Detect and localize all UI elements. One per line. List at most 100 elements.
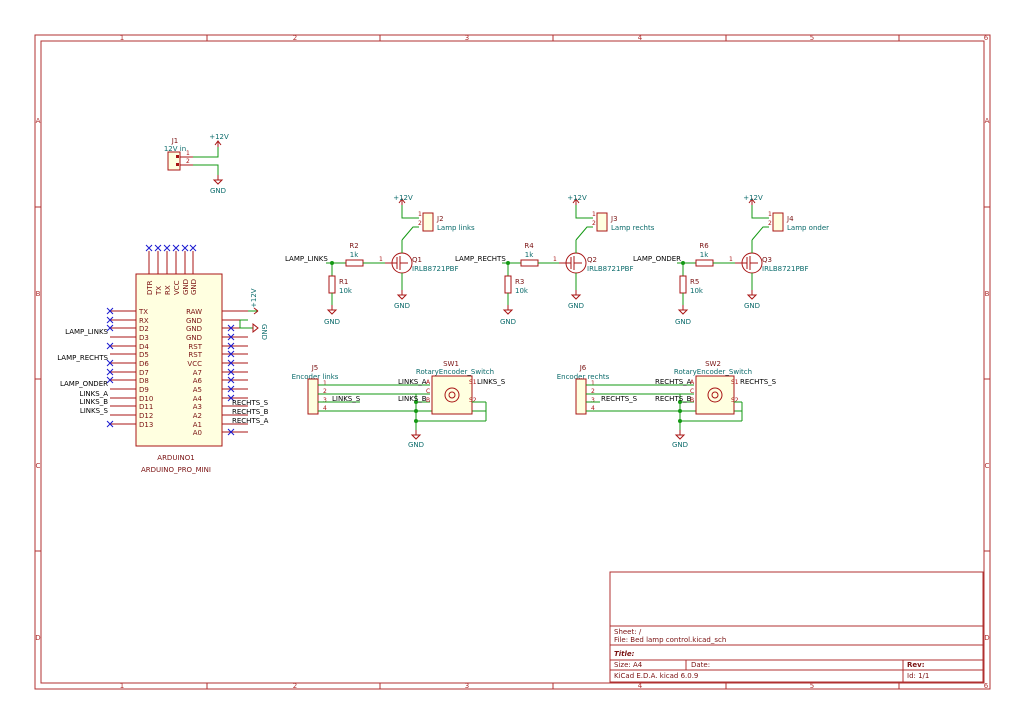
col-label: 5 (810, 682, 814, 690)
pin-d7: D7 (139, 369, 149, 377)
col-label: 2 (293, 34, 297, 42)
pin-d6: D6 (139, 360, 149, 368)
encoder-links[interactable]: J5 Encoder links 1 2 3 4 LINKS_S GND SW1… (292, 360, 506, 449)
col-label: 1 (120, 682, 124, 690)
net-lamp-links: LAMP_LINKS (65, 328, 108, 336)
j1-pin-1: 1 (186, 150, 190, 157)
pin-raw: RAW (186, 308, 202, 316)
j5-pin-1: 1 (323, 380, 327, 387)
col-label: 3 (465, 34, 469, 42)
r6-value: 1k (700, 251, 709, 259)
connector-j1[interactable]: J1 12V in 1 2 +12V GND (164, 133, 229, 195)
j3-12v: +12V (567, 194, 587, 202)
j6-ref: J6 (579, 364, 587, 372)
frame-column-labels-bottom: 1 2 3 4 5 6 (120, 682, 989, 690)
arduino-pro-mini[interactable]: DTR TX RX VCC GND GND TX RX D2 D3 D4 D5 … (57, 244, 269, 474)
j4-ref: J4 (786, 215, 794, 223)
net-lamp-onder: LAMP_ONDER (60, 380, 108, 388)
j5-pin-2: 2 (323, 388, 327, 395)
row-label: B (36, 290, 41, 298)
j3-pin-2: 2 (592, 220, 596, 227)
pin-d11: D11 (139, 403, 153, 411)
sw1-net-s: LINKS_S (477, 378, 506, 386)
tb-title: Title: (614, 650, 635, 658)
tb-kicad: KiCad E.D.A. kicad 6.0.9 (614, 672, 698, 680)
j5-pin-4: 4 (323, 405, 327, 412)
j4-12v: +12V (743, 194, 763, 202)
pin-d3: D3 (139, 334, 149, 342)
sw1-pin-b: B (426, 397, 430, 404)
j6-pin-4: 4 (591, 405, 595, 412)
sw2-net-b: RECHTS_B (655, 395, 692, 403)
pin-d10: D10 (139, 395, 153, 403)
arduino-ref: ARDUINO1 (157, 454, 194, 462)
encoder-rechts[interactable]: J6 Encoder rechts 1 2 3 4 RECHTS_S GND S… (557, 360, 777, 449)
pin-gnd-r1: GND (186, 317, 202, 325)
q1-ref: Q1 (412, 256, 422, 264)
r2-value: 1k (350, 251, 359, 259)
sw2-ref: SW2 (705, 360, 721, 368)
col-label: 4 (638, 682, 643, 690)
sw1-pin-a: A (426, 379, 431, 386)
net-rechts-b: RECHTS_B (232, 408, 269, 416)
r4-value: 1k (525, 251, 534, 259)
net-links-a: LINKS_A (79, 390, 108, 398)
r2-ref: R2 (349, 242, 358, 250)
r4-ref: R4 (524, 242, 534, 250)
frame-row-labels-right: A B C D (984, 117, 989, 642)
pin-dtr: DTR (146, 280, 154, 295)
driver-lamp-rechts[interactable]: LAMP_RECHTS R4 1k 1 R3 10k GND GND Q2 IR… (455, 194, 655, 326)
frame-column-labels-top: 1 2 3 4 5 6 (120, 34, 989, 42)
raw-12v-label: +12V (250, 288, 258, 308)
j3-ref: J3 (610, 215, 618, 223)
sw2-value: RotaryEncoder_Switch (674, 368, 752, 376)
j6-net-s: RECHTS_S (601, 395, 638, 403)
arduino-gnd-label: GND (260, 324, 268, 340)
sw2-pin-s1: S1 (731, 379, 739, 386)
q1-gate-pin: 1 (379, 256, 383, 263)
q1-value: IRLB8721PBF (412, 265, 459, 273)
pin-d13: D13 (139, 421, 153, 429)
j5-pin-3: 3 (323, 397, 327, 404)
row-label: D (35, 634, 40, 642)
j4-pin-2: 2 (768, 220, 772, 227)
j1-value: 12V in (164, 145, 186, 153)
j4-value: Lamp onder (787, 224, 829, 232)
j4-pin-1: 1 (768, 211, 772, 218)
tb-file: File: Bed lamp control.kicad_sch (614, 636, 726, 644)
j6-pin-3: 3 (591, 397, 595, 404)
pin-rst-1: RST (188, 343, 202, 351)
row-label: D (984, 634, 989, 642)
r3-value: 10k (515, 287, 529, 295)
nc-markers-top (145, 244, 197, 252)
net-rechts-s: RECHTS_S (232, 399, 269, 407)
enc-right-gnd: GND (672, 441, 688, 449)
driver-lamp-links[interactable]: LAMP_LINKS R2 1k 1 R1 10k GND GND Q1 IRL… (285, 194, 475, 326)
arduino-value: ARDUINO_PRO_MINI (141, 466, 211, 474)
row-label: A (36, 117, 41, 125)
j6-pin-1: 1 (591, 380, 595, 387)
tb-rev: Rev: (907, 661, 925, 669)
q2-value: IRLB8721PBF (587, 265, 634, 273)
q2-gnd: GND (568, 302, 584, 310)
driver-lamp-onder[interactable]: LAMP_ONDER R6 1k 1 R5 10k GND GND Q3 IRL… (633, 194, 829, 326)
j2-12v: +12V (393, 194, 413, 202)
sw1-pin-s2: S2 (469, 397, 477, 404)
pin-tx: TX (138, 308, 148, 316)
pin-gnd-top: GND (182, 279, 190, 295)
q2-ref: Q2 (587, 256, 597, 264)
r1-ref: R1 (339, 278, 348, 286)
j5-value: Encoder links (292, 373, 339, 381)
q1-gnd: GND (394, 302, 410, 310)
title-block: Sheet: / File: Bed lamp control.kicad_sc… (609, 571, 984, 683)
row-label: B (985, 290, 990, 298)
row-label: C (985, 462, 990, 470)
tb-sheet: Sheet: / (614, 628, 642, 636)
q3-ref: Q3 (762, 256, 772, 264)
gnd-label: GND (210, 187, 226, 195)
pin-tx-top: TX (155, 286, 163, 296)
pin-a7: A7 (193, 369, 202, 377)
r5-value: 10k (690, 287, 704, 295)
pin-d2: D2 (139, 325, 149, 333)
